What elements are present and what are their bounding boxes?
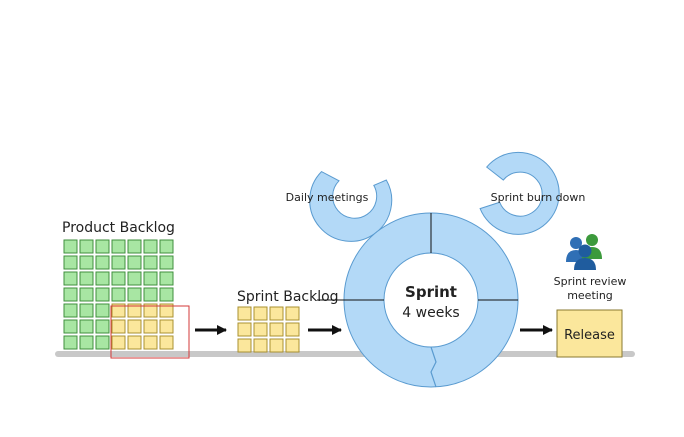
release-box: Release [556,309,623,358]
sprint-burn-down-label: Sprint burn down [491,191,586,204]
product-backlog-item [95,335,110,350]
sprint-backlog-item [127,335,142,350]
product-backlog-item [111,255,126,270]
sprint-backlog-item [111,303,126,318]
release-label: Release [564,328,615,343]
product-backlog-item [79,303,94,318]
sprint-backlog-item [269,306,284,321]
product-backlog-item [127,271,142,286]
product-backlog-item [111,287,126,302]
sprint-backlog-item [159,335,174,350]
sprint-review-label-line2: meeting [567,289,613,302]
daily-meetings-ring [309,170,393,242]
product-backlog-item [63,303,78,318]
sprint-review-label-line1: Sprint review [554,275,627,288]
people-group-icon [566,234,602,270]
sprint-ring [343,212,519,388]
sprint-backlog-grid [237,306,300,353]
sprint-backlog-item [285,322,300,337]
product-backlog-item [159,287,174,302]
product-backlog-item [79,255,94,270]
sprint-backlog-label: Sprint Backlog [237,289,339,305]
product-backlog-item [95,239,110,254]
sprint-burn-down-cycle: Sprint burn down [479,151,586,235]
product-backlog-item [79,239,94,254]
product-backlog-item [79,271,94,286]
product-backlog-item [63,319,78,334]
product-backlog-item [143,255,158,270]
sprint-burn-down-ring [479,151,560,235]
sprint-ring-divider-bottom [430,346,437,388]
product-backlog-grid [63,239,174,350]
product-backlog-item [127,287,142,302]
sprint-backlog-item [143,335,158,350]
product-backlog-item [63,287,78,302]
sprint-backlog-item [111,335,126,350]
product-backlog-item [95,319,110,334]
product-backlog-item [143,287,158,302]
sprint-backlog-item [269,322,284,337]
sprint-backlog-item [127,303,142,318]
sprint-backlog-item [285,306,300,321]
product-backlog-item [111,271,126,286]
product-backlog-item [63,255,78,270]
product-backlog-item [63,335,78,350]
product-backlog-item [79,335,94,350]
product-backlog-item [111,239,126,254]
sprint-backlog-item [143,303,158,318]
daily-meetings-label: Daily meetings [286,191,369,204]
product-backlog-item [95,287,110,302]
product-backlog-item [95,271,110,286]
product-backlog-item [159,271,174,286]
product-backlog-item [159,255,174,270]
product-backlog-item [63,271,78,286]
sprint-cycle: Sprint 4 weeks [343,212,519,388]
sprint-duration: 4 weeks [402,305,459,321]
product-backlog-item [95,255,110,270]
product-backlog-item [79,287,94,302]
product-backlog-item [127,239,142,254]
sprint-backlog-item [285,338,300,353]
sprint-backlog-item [143,319,158,334]
timeline-bar [55,351,635,357]
product-backlog-item [159,239,174,254]
product-backlog-item [95,303,110,318]
product-backlog-item [79,319,94,334]
product-backlog-item [143,271,158,286]
sprint-backlog-item [253,338,268,353]
product-backlog-item [63,239,78,254]
sprint-selection-outline [110,305,190,359]
sprint-backlog-item [237,306,252,321]
product-backlog-item [127,255,142,270]
sprint-backlog-item [269,338,284,353]
sprint-backlog-item [111,319,126,334]
sprint-backlog-item [253,306,268,321]
product-backlog-label: Product Backlog [62,220,175,236]
sprint-backlog-item [159,319,174,334]
sprint-title: Sprint [405,283,457,301]
daily-meetings-cycle: Daily meetings [286,170,393,242]
sprint-backlog-item [127,319,142,334]
product-backlog-item [143,239,158,254]
sprint-backlog-item [237,322,252,337]
sprint-backlog-item [237,338,252,353]
sprint-backlog-item [159,303,174,318]
sprint-backlog-item [253,322,268,337]
